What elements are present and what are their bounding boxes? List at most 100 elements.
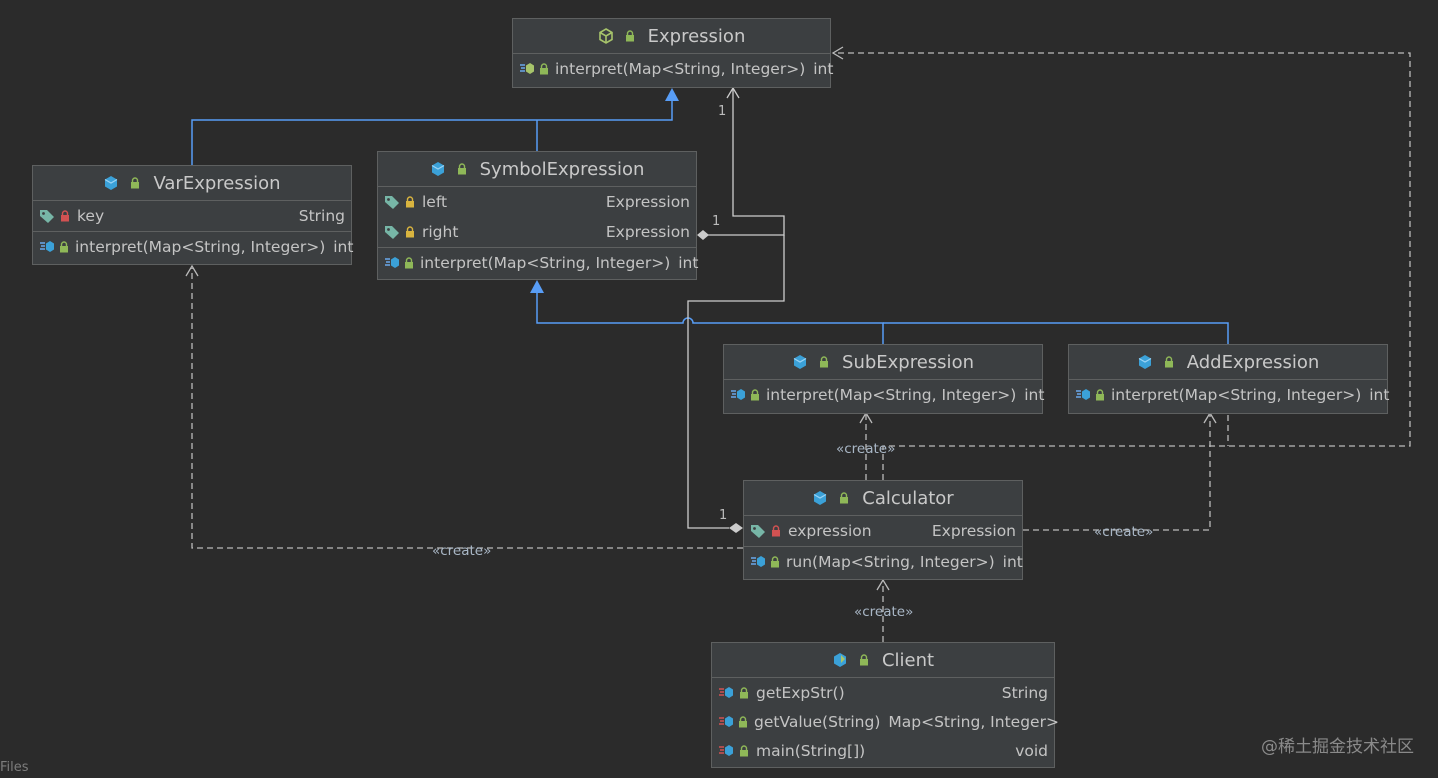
class-header: AddExpression xyxy=(1069,345,1387,380)
method-return-type: int xyxy=(1369,386,1390,404)
field-type: Expression xyxy=(605,223,690,241)
field-tag-icon xyxy=(384,194,400,210)
field-tag-icon xyxy=(750,523,766,539)
method-row[interactable]: interpret(Map<String, Integer>) int xyxy=(1069,380,1390,410)
method-icon xyxy=(750,554,766,570)
aggregation-calculator-expression xyxy=(687,235,785,529)
inheritance-arrowhead-symbolexpression xyxy=(530,280,544,293)
public-lock-icon xyxy=(818,355,830,369)
field-row[interactable]: key String xyxy=(33,201,351,231)
public-lock-icon xyxy=(770,555,780,569)
public-lock-icon xyxy=(1163,355,1175,369)
field-tag-icon xyxy=(39,208,55,224)
method-return-type: int xyxy=(678,254,699,272)
public-lock-icon xyxy=(738,715,748,729)
private-lock-icon xyxy=(770,524,782,538)
protected-lock-icon xyxy=(404,195,416,209)
class-expression[interactable]: Expression interpret(Map<String, Integer… xyxy=(512,18,834,88)
public-lock-icon xyxy=(624,29,636,43)
method-return-type: int xyxy=(1002,553,1023,571)
public-lock-icon xyxy=(539,62,549,76)
class-name: AddExpression xyxy=(1186,351,1320,373)
dependency-calculator-addexpression xyxy=(1023,415,1211,531)
class-header: Expression xyxy=(513,19,830,54)
protected-lock-icon xyxy=(404,225,416,239)
method-name: interpret(Map<String, Integer>) xyxy=(75,238,326,256)
class-name: SymbolExpression xyxy=(479,158,645,180)
class-header: SubExpression xyxy=(724,345,1042,380)
realization-varexpression-expression xyxy=(191,90,673,165)
public-lock-icon xyxy=(456,162,468,176)
class-name: Calculator xyxy=(862,487,954,509)
field-name: expression xyxy=(788,522,872,540)
multiplicity-label: 1 xyxy=(719,508,728,523)
create-label-varexpression: «create» xyxy=(432,543,492,559)
method-icon xyxy=(39,239,55,255)
class-name: SubExpression xyxy=(842,351,974,373)
aggregation-diamond-calculator xyxy=(729,523,743,533)
class-icon xyxy=(430,161,446,177)
dependency-calculator-varexpression xyxy=(191,268,743,549)
field-name: right xyxy=(422,223,459,241)
files-label: Files xyxy=(0,760,29,775)
method-name: run(Map<String, Integer>) xyxy=(786,553,995,571)
static-method-icon xyxy=(718,743,734,759)
class-varexpression[interactable]: VarExpression key String interpret(Map<S… xyxy=(32,165,353,265)
create-label-calculator: «create» xyxy=(854,604,914,620)
field-tag-icon xyxy=(384,224,400,240)
main-class-icon xyxy=(832,652,848,668)
method-row[interactable]: getValue(String) Map<String, Integer> xyxy=(712,707,1059,736)
class-symbolexpression[interactable]: SymbolExpression left Expression right E… xyxy=(377,151,699,280)
public-lock-icon xyxy=(738,686,750,700)
method-return-type: Map<String, Integer> xyxy=(888,712,1059,731)
arrowhead-varexpression-open xyxy=(185,264,199,277)
inheritance-addexpression-symbolexpression xyxy=(883,322,1229,344)
field-row[interactable]: expression Expression xyxy=(744,516,1022,546)
public-lock-icon xyxy=(838,491,850,505)
method-row[interactable]: interpret(Map<String, Integer>) int xyxy=(724,380,1045,410)
field-name: key xyxy=(77,207,105,225)
method-row[interactable]: main(String[]) void xyxy=(712,736,1054,765)
abstract-method-icon xyxy=(519,61,535,77)
field-type: Expression xyxy=(931,522,1016,540)
public-lock-icon xyxy=(404,256,414,270)
class-subexpression[interactable]: SubExpression interpret(Map<String, Inte… xyxy=(723,344,1045,414)
class-client[interactable]: Client getExpStr() String getValue(Strin… xyxy=(711,642,1059,768)
field-row[interactable]: right Expression xyxy=(378,217,696,247)
class-icon xyxy=(792,354,808,370)
aggregation-diamond-symbolexpression xyxy=(697,230,709,240)
method-row[interactable]: getExpStr() String xyxy=(712,678,1054,707)
public-lock-icon xyxy=(1095,388,1105,402)
method-return-type: void xyxy=(1015,741,1048,760)
method-return-type: int xyxy=(1024,386,1045,404)
private-lock-icon xyxy=(59,209,71,223)
method-return-type: int xyxy=(813,60,834,78)
aggregation-symbolexpression-expression xyxy=(708,88,785,236)
class-header: VarExpression xyxy=(33,166,351,201)
class-icon xyxy=(812,490,828,506)
arrowhead-expression-open xyxy=(726,86,740,99)
method-row[interactable]: interpret(Map<String, Integer>) int xyxy=(513,54,834,84)
class-name: VarExpression xyxy=(153,172,281,194)
field-name: left xyxy=(422,193,448,211)
interface-icon xyxy=(598,28,614,44)
method-row[interactable]: interpret(Map<String, Integer>) int xyxy=(33,231,353,262)
method-row[interactable]: run(Map<String, Integer>) int xyxy=(744,546,1023,577)
method-row[interactable]: interpret(Map<String, Integer>) int xyxy=(378,247,699,278)
arrowhead-expression-right xyxy=(831,46,844,60)
class-addexpression[interactable]: AddExpression interpret(Map<String, Inte… xyxy=(1068,344,1390,414)
method-return-type: String xyxy=(1001,683,1048,702)
public-lock-icon xyxy=(59,240,69,254)
multiplicity-label: 1 xyxy=(718,104,727,119)
create-label-addexpression: «create» xyxy=(1094,524,1154,540)
realization-arrowhead-expression xyxy=(665,88,679,101)
class-name: Expression xyxy=(647,25,746,47)
field-row[interactable]: left Expression xyxy=(378,187,696,217)
method-icon xyxy=(730,387,746,403)
watermark: @稀土掘金技术社区 xyxy=(1261,737,1414,757)
method-icon xyxy=(1075,387,1091,403)
multiplicity-label: 1 xyxy=(712,214,721,229)
class-header: Client xyxy=(712,643,1054,678)
class-calculator[interactable]: Calculator expression Expression run(Map… xyxy=(743,480,1023,580)
static-method-icon xyxy=(718,685,734,701)
